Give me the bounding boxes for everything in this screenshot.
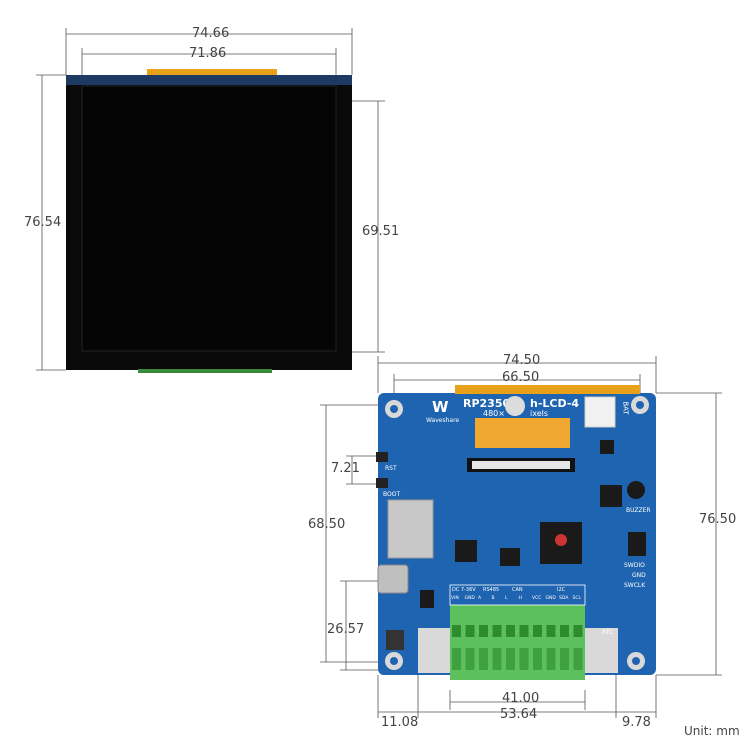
lcd-fpc-top xyxy=(147,69,277,76)
chip-6 xyxy=(420,590,434,608)
terminal-slot xyxy=(479,648,488,670)
dim-lcd-active-height: 69.51 xyxy=(362,224,400,239)
dim-usb-height: 26.57 xyxy=(327,622,365,637)
terminal-label: H xyxy=(518,596,522,601)
lcd-top-edge xyxy=(66,75,352,85)
lcd-bottom-strip xyxy=(138,369,272,373)
brand-label: Waveshare xyxy=(426,417,460,424)
dim-terminal-width: 41.00 xyxy=(502,691,540,706)
dim-button-spacing: 7.21 xyxy=(331,461,360,476)
terminal-screw xyxy=(519,625,529,637)
pcb-board xyxy=(376,385,656,680)
swdio-label: SWDIO xyxy=(624,562,645,569)
fpc-connector xyxy=(475,418,570,448)
usb-c-port xyxy=(377,564,409,594)
terminal-slot xyxy=(533,648,542,670)
dc-label: DC 7-36V xyxy=(452,587,476,593)
rst-label: RST xyxy=(385,465,397,472)
chip-1 xyxy=(455,540,477,562)
chip-5 xyxy=(600,440,614,454)
board-dimension-lines xyxy=(320,356,722,718)
terminal-screw xyxy=(533,625,542,637)
boot-label: BOOT xyxy=(383,491,401,498)
terminal-label: VIN xyxy=(451,596,459,601)
rtc-label: RTC xyxy=(602,629,614,636)
dim-lcd-height: 76.54 xyxy=(24,215,62,230)
bat-connector xyxy=(584,396,616,428)
terminal-slot xyxy=(506,648,515,670)
board-resolution: 480× xyxy=(483,409,505,418)
buzzer xyxy=(627,481,645,499)
terminal-slot xyxy=(546,648,556,670)
terminal-slot xyxy=(492,648,502,670)
bat-label: BAT xyxy=(621,401,630,415)
terminal-slot xyxy=(452,648,461,670)
dim-board-left-height: 68.50 xyxy=(308,517,346,532)
terminal-screw xyxy=(479,625,488,637)
chip-3 xyxy=(600,485,622,507)
terminal-screw xyxy=(492,625,502,637)
gnd-label: GND xyxy=(632,572,646,579)
boot-button xyxy=(376,478,388,488)
dim-board-height: 76.50 xyxy=(699,512,737,527)
terminal-label: SCL xyxy=(572,596,582,601)
inductor xyxy=(386,630,404,650)
unit-label: Unit: mm xyxy=(684,724,740,738)
rs485-label: RS485 xyxy=(483,587,500,593)
terminal-label: GND xyxy=(464,596,475,601)
terminal-slot xyxy=(573,648,583,670)
sd-card-slot xyxy=(387,499,434,559)
terminal-screw xyxy=(465,625,475,637)
waveshare-logo: W xyxy=(432,398,449,416)
chip-2 xyxy=(500,548,520,566)
swclk-label: SWCLK xyxy=(624,582,646,589)
terminal-screw xyxy=(546,625,556,637)
terminal-label: A xyxy=(478,596,482,601)
chip-4 xyxy=(628,532,646,556)
dim-board-fpc-width: 66.50 xyxy=(502,370,540,385)
board-name-left: RP2350- xyxy=(463,397,515,410)
terminal-slot xyxy=(560,648,569,670)
board-name-right: h-LCD-4 xyxy=(530,397,580,410)
dim-right-offset: 9.78 xyxy=(622,715,651,730)
terminal-screw xyxy=(452,625,461,637)
terminal-label: L xyxy=(505,596,508,601)
lcd-active-area xyxy=(81,85,337,352)
pcb-body xyxy=(378,393,656,675)
terminal-screw xyxy=(506,625,515,637)
dim-lcd-outer-width: 74.66 xyxy=(192,26,230,41)
terminal-screws xyxy=(452,625,583,670)
pcb-fpc-strip xyxy=(455,385,640,394)
terminal-label: SDA xyxy=(559,596,569,601)
terminal-slot xyxy=(465,648,475,670)
sticker-icon xyxy=(505,396,525,416)
dim-lcd-active-width: 71.86 xyxy=(189,46,227,61)
rst-button xyxy=(376,452,388,462)
buzzer-label: BUZZER xyxy=(626,507,651,514)
can-label: CAN xyxy=(512,587,523,593)
terminal-label: GND xyxy=(545,596,556,601)
terminal-label-box xyxy=(449,584,586,606)
board-resolution-right: ixels xyxy=(530,409,549,418)
terminal-label: VCC xyxy=(532,596,542,601)
terminal-label: B xyxy=(491,596,495,601)
terminal-screw xyxy=(573,625,583,637)
terminal-slot xyxy=(519,648,529,670)
lcd-module xyxy=(66,69,352,373)
dim-terminal-span: 53.64 xyxy=(500,707,538,722)
dim-board-width: 74.50 xyxy=(503,353,541,368)
terminal-screw xyxy=(560,625,569,637)
i2c-label: I2C xyxy=(557,587,566,593)
dim-left-offset: 11.08 xyxy=(381,715,419,730)
